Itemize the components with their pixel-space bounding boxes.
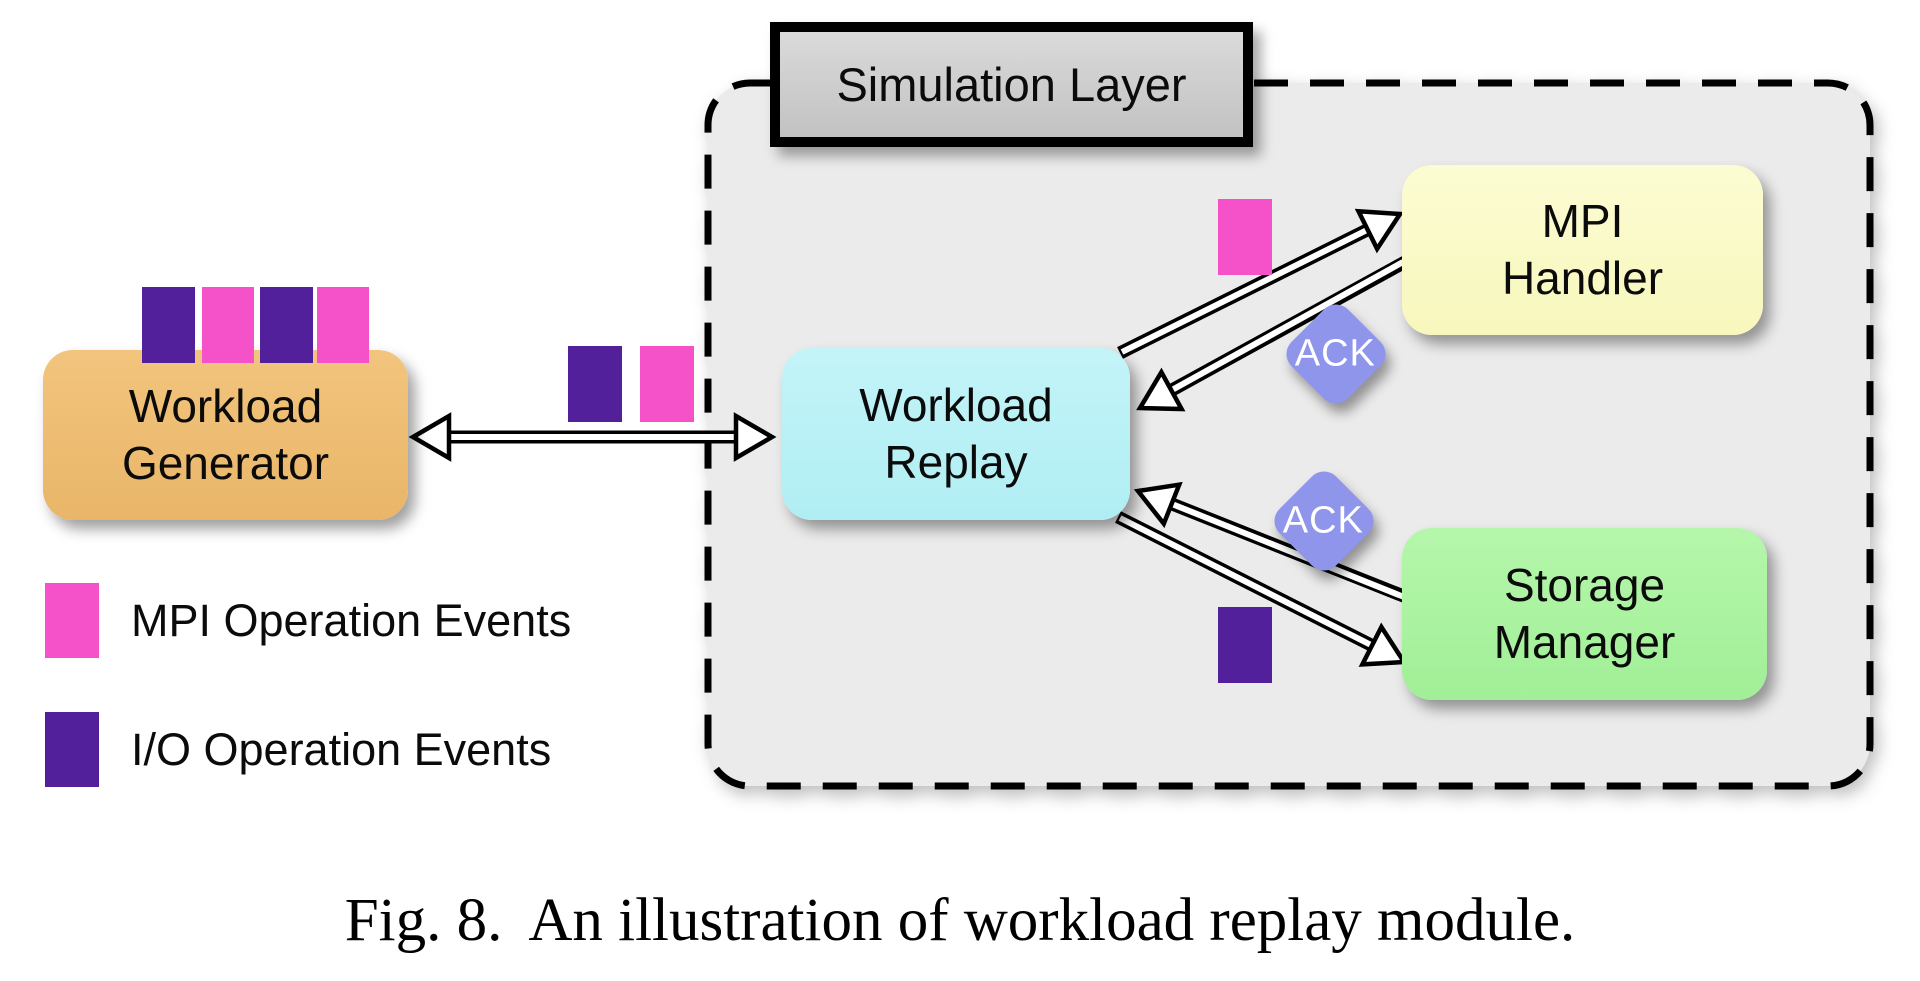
mpi-event-bar xyxy=(317,287,369,363)
workload-generator-box: Workload Generator xyxy=(43,350,408,520)
io-events-legend-label: I/O Operation Events xyxy=(131,723,552,775)
mpi-handler-box: MPI Handler xyxy=(1402,165,1763,335)
io-event-bar xyxy=(568,346,622,422)
arrowhead-to-mpi xyxy=(1354,208,1404,254)
simulation-layer-title: Simulation Layer xyxy=(770,22,1253,147)
workload-replay-box: Workload Replay xyxy=(782,348,1130,520)
arrowhead-left xyxy=(408,412,452,462)
legend-item-mpi-events: MPI Operation Events xyxy=(45,583,571,658)
mpi-event-bar xyxy=(640,346,694,422)
mpi-events-legend-label: MPI Operation Events xyxy=(131,594,572,646)
ack-badge-storage-label: ACK xyxy=(1283,499,1365,542)
simulation-layer-title-label: Simulation Layer xyxy=(836,58,1187,111)
mpi-handler-label: MPI Handler xyxy=(1501,194,1664,304)
io-event-bar xyxy=(1218,607,1272,683)
figure-caption: Fig. 8. An illustration of workload repla… xyxy=(0,886,1920,956)
io-event-bar xyxy=(142,287,195,363)
arrow-generator-replay xyxy=(408,412,777,462)
mpi-event-bar xyxy=(202,287,254,363)
arrow-mpi-to-replay xyxy=(1136,256,1409,412)
ack-badge-mpi-label: ACK xyxy=(1295,332,1377,375)
arrowhead-to-storage xyxy=(1358,622,1408,667)
figure-caption-text: An illustration of workload replay modul… xyxy=(528,887,1576,954)
arrow-storage-to-replay xyxy=(1133,481,1409,604)
arrow-replay-to-mpi xyxy=(1117,208,1404,359)
storage-manager-label: Storage Manager xyxy=(1493,558,1676,668)
storage-manager-box: Storage Manager xyxy=(1402,528,1767,700)
io-event-bar xyxy=(260,287,313,363)
legend-item-io-events: I/O Operation Events xyxy=(45,712,551,787)
mpi-events-swatch xyxy=(45,583,99,658)
figure-caption-number: Fig. 8. xyxy=(344,887,503,954)
arrowhead-right xyxy=(733,412,777,462)
io-events-swatch xyxy=(45,712,99,787)
workload-replay-label: Workload Replay xyxy=(859,378,1053,488)
workload-generator-label: Workload Generator xyxy=(121,379,330,489)
arrowhead-to-replay-bottom xyxy=(1133,481,1183,529)
mpi-event-bar xyxy=(1218,199,1272,275)
arrow-replay-to-storage xyxy=(1115,511,1408,667)
arrowhead-to-replay-top xyxy=(1136,367,1186,412)
